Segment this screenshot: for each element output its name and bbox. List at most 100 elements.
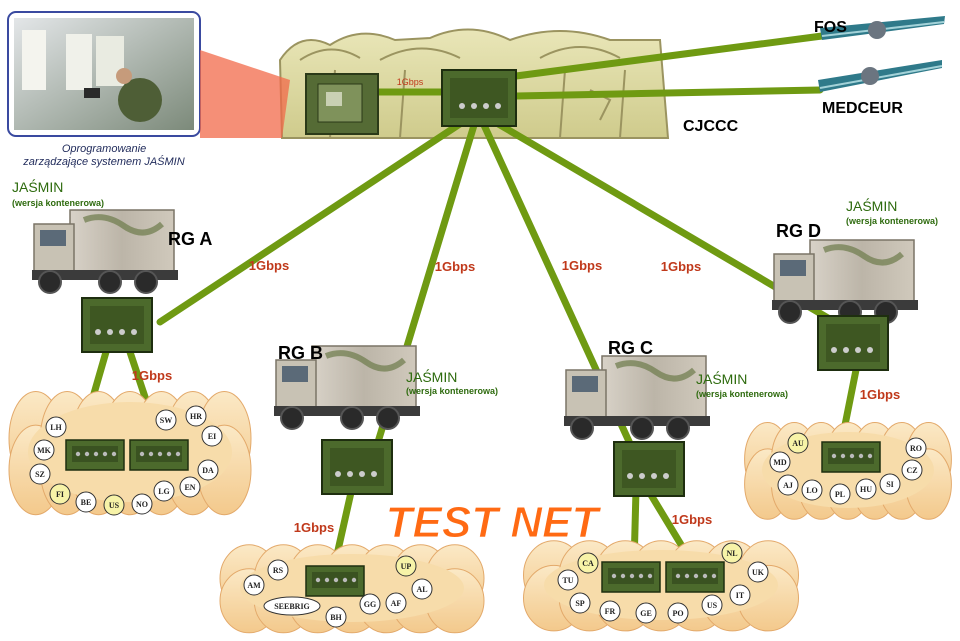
variant-label-d: (wersja kontenerowa) [846, 216, 938, 226]
lan-switch-a-1 [65, 439, 125, 471]
node-label: PL [835, 490, 845, 499]
hq-name: CJCCC [683, 118, 739, 135]
node-c-ca: CA [577, 552, 599, 574]
node-label: BE [81, 498, 92, 507]
node-label: EN [184, 483, 195, 492]
node-label: US [109, 501, 120, 510]
node-c-nl: NL [721, 542, 743, 564]
node-a-us: US [103, 494, 125, 516]
lan-speed-d: 1Gbps [860, 387, 900, 402]
trunk-speed-c: 1Gbps [562, 258, 602, 273]
node-label: GE [640, 609, 652, 618]
hq-link-speed: 1Gbps [397, 77, 424, 87]
node-b-rs: RS [267, 559, 289, 581]
router-a [81, 297, 153, 353]
variant-label-c: (wersja kontenerowa) [696, 389, 788, 399]
node-a-ei: EI [201, 425, 223, 447]
node-d-si: SI [879, 473, 901, 495]
node-label: SEEBRIG [274, 602, 310, 611]
node-label: TU [562, 576, 573, 585]
node-c-tu: TU [557, 569, 579, 591]
diagram-title: TEST NET [386, 498, 602, 547]
trunk-speed-a: 1Gbps [249, 258, 289, 273]
node-label: AF [391, 599, 402, 608]
trunk-a [156, 108, 482, 326]
system-label-a: JAŚMIN [12, 178, 63, 195]
hq-router-main [441, 69, 517, 127]
truck-c [564, 355, 710, 440]
system-label-b: JAŚMIN [406, 368, 457, 385]
group-name-a: RG A [168, 229, 212, 249]
node-d-lo: LO [801, 479, 823, 501]
node-a-en: EN [179, 476, 201, 498]
node-a-be: BE [75, 491, 97, 513]
node-label: LG [158, 487, 170, 496]
node-label: AJ [783, 481, 793, 490]
node-b-al: AL [411, 578, 433, 600]
node-a-sw: SW [155, 409, 177, 431]
node-label: HU [860, 485, 872, 494]
photo-caption-line1: Oprogramowanie [62, 143, 146, 155]
node-c-fr: FR [599, 600, 621, 622]
node-label: MK [37, 446, 52, 455]
node-a-hr: HR [185, 405, 207, 427]
node-a-sz: SZ [29, 463, 51, 485]
node-label: MD [773, 458, 787, 467]
lan-switch-c-1 [601, 561, 661, 593]
node-label: UP [401, 562, 412, 571]
satellite-icon-fos [820, 16, 945, 40]
hq-router-left [305, 73, 379, 135]
node-c-sp: SP [569, 592, 591, 614]
node-a-mk: MK [33, 439, 55, 461]
node-label: AM [247, 581, 261, 590]
node-label: AL [416, 585, 427, 594]
router-c [613, 441, 685, 497]
node-label: DA [202, 466, 214, 475]
node-label: NO [136, 500, 148, 509]
truck-a [32, 209, 178, 294]
node-label: GG [364, 600, 376, 609]
node-d-aj: AJ [777, 474, 799, 496]
node-label: LH [50, 423, 62, 432]
node-d-md: MD [769, 451, 791, 473]
satellite-label-medceur: MEDCEUR [822, 100, 903, 117]
uplink-fos [512, 32, 826, 80]
node-label: CZ [906, 466, 917, 475]
router-d [817, 315, 889, 371]
node-c-it: IT [729, 584, 751, 606]
system-label-d: JAŚMIN [846, 197, 897, 214]
lan-switch-c-2 [665, 561, 725, 593]
system-label-c: JAŚMIN [696, 370, 747, 387]
photo-caption-line2: zarządzające systemem JAŚMIN [22, 155, 184, 168]
node-label: IT [736, 591, 745, 600]
node-b-bh: BH [325, 606, 347, 628]
node-d-pl: PL [829, 483, 851, 505]
node-label: SP [575, 599, 584, 608]
node-d-au: AU [787, 432, 809, 454]
node-a-fi: FI [49, 483, 71, 505]
group-name-d: RG D [776, 221, 821, 241]
lan-switch-d-1 [821, 441, 881, 473]
router-b [321, 439, 393, 495]
node-a-no: NO [131, 493, 153, 515]
node-a-lg: LG [153, 480, 175, 502]
node-c-uk: UK [747, 561, 769, 583]
node-label: BH [330, 613, 342, 622]
node-b-gg: GG [359, 593, 381, 615]
software-photo [7, 11, 290, 138]
lan-speed-c: 1Gbps [672, 512, 712, 527]
node-d-ro: RO [905, 437, 927, 459]
node-c-us: US [701, 594, 723, 616]
lan-switch-a-2 [129, 439, 189, 471]
satellite-label-fos: FOS [814, 19, 847, 36]
node-label: EI [208, 432, 216, 441]
node-label: RS [273, 566, 284, 575]
node-b-af: AF [385, 592, 407, 614]
node-a-da: DA [197, 459, 219, 481]
